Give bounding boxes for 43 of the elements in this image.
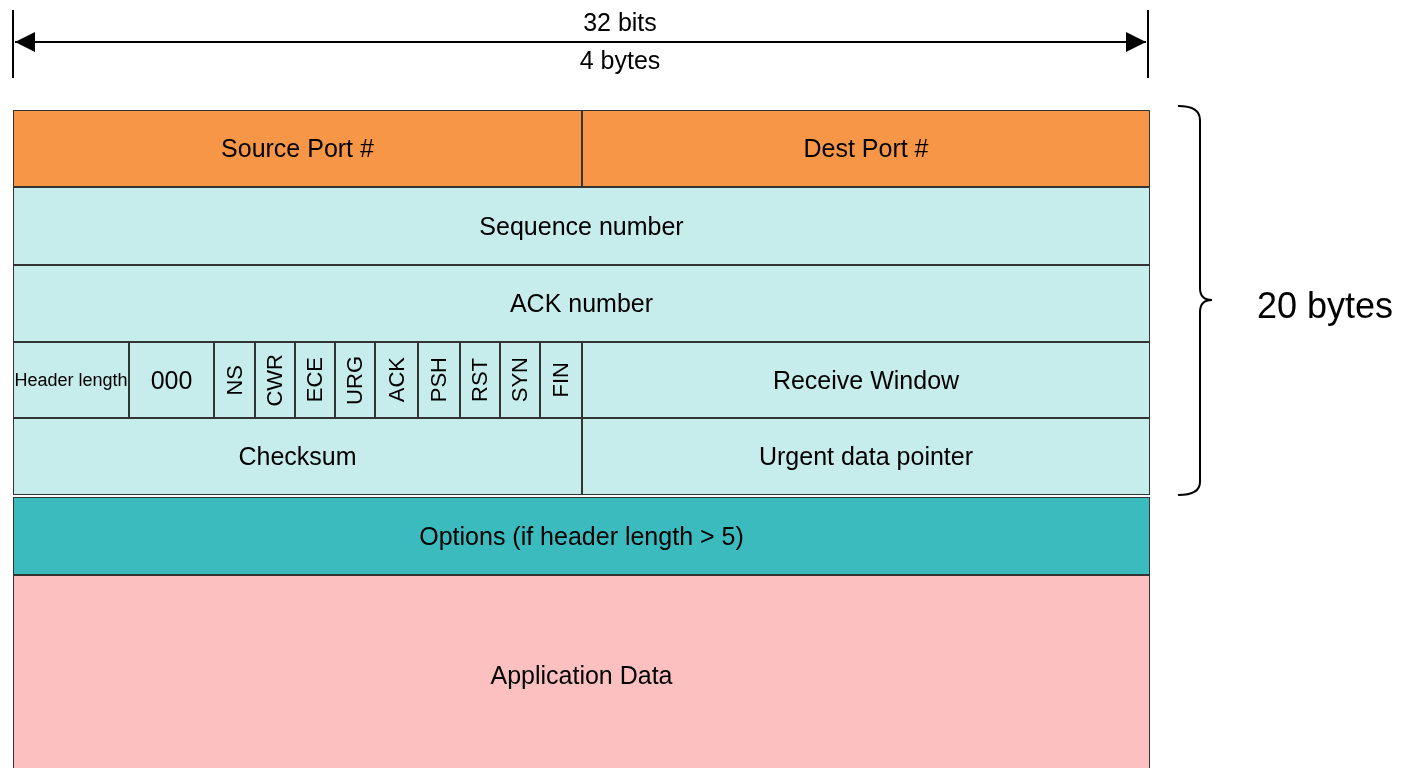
flag-field <box>335 342 375 418</box>
options-field <box>13 497 1150 575</box>
field-label: Dest Port # <box>803 134 929 163</box>
port-field <box>582 110 1150 187</box>
field-label: 000 <box>150 365 193 395</box>
field-label: Receive Window <box>772 365 960 395</box>
field-label: URG <box>342 355 368 405</box>
field-label: ACK number <box>509 289 654 318</box>
flag-field <box>540 342 582 418</box>
port-field <box>13 110 582 187</box>
header-field <box>13 418 582 495</box>
flag-field <box>418 342 460 418</box>
field-label: Options (if header length > 5) <box>419 521 744 551</box>
field-label: Header length <box>14 368 128 392</box>
field-label: SYN <box>507 357 533 403</box>
flag-field <box>500 342 540 418</box>
header-field <box>13 342 129 418</box>
dimension-label: 4 bytes <box>578 46 662 75</box>
field-label: Urgent data pointer <box>759 442 973 471</box>
dimension-label: 32 bits <box>582 8 658 37</box>
data-field <box>13 575 1150 768</box>
flag-field <box>460 342 500 418</box>
field-label: FIN <box>548 362 574 398</box>
field-label: Source Port # <box>221 134 374 163</box>
field-label: ECE <box>302 357 328 403</box>
field-label: PSH <box>426 357 452 403</box>
field-label: CWR <box>262 353 288 407</box>
size-label: 20 bytes <box>1255 285 1395 327</box>
flag-field <box>214 342 255 418</box>
header-field <box>13 265 1150 342</box>
field-label: Sequence number <box>479 211 684 241</box>
header-field <box>13 187 1150 265</box>
header-field <box>582 418 1150 495</box>
header-field <box>582 342 1150 418</box>
field-label: ACK <box>383 357 410 403</box>
field-label: Checksum <box>238 442 357 471</box>
flag-field <box>255 342 295 418</box>
header-field <box>129 342 214 418</box>
flag-field <box>295 342 335 418</box>
field-label: NS <box>221 364 248 396</box>
field-label: RST <box>467 358 493 402</box>
flag-field <box>375 342 418 418</box>
field-label: Application Data <box>490 660 673 690</box>
